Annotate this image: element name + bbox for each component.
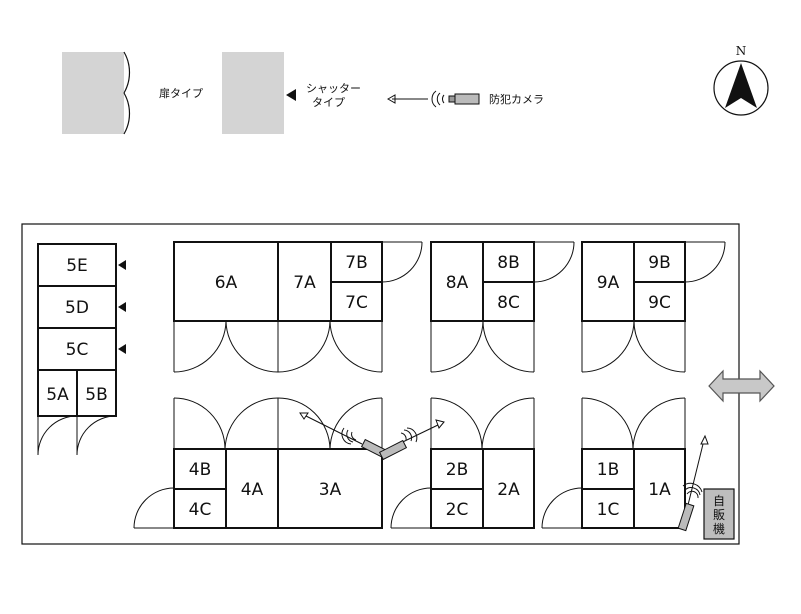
unit-3A[interactable] bbox=[277, 448, 383, 529]
door-4B bbox=[173, 397, 226, 450]
north-compass-icon: N bbox=[713, 44, 769, 116]
shutter-marker-5D-icon bbox=[118, 302, 126, 312]
door-3A-right bbox=[329, 397, 383, 450]
door-7C bbox=[329, 320, 383, 373]
unit-label-5E: 5E bbox=[66, 256, 88, 276]
unit-7B[interactable] bbox=[330, 241, 383, 283]
unit-1C[interactable] bbox=[581, 488, 635, 529]
security-camera-1A-icon bbox=[677, 434, 709, 532]
unit-7C[interactable] bbox=[330, 281, 383, 322]
legend-door-swing-top bbox=[123, 51, 131, 94]
unit-4C[interactable] bbox=[173, 488, 227, 529]
unit-label-6A: 6A bbox=[215, 273, 238, 293]
legend-shutter-unit bbox=[222, 52, 284, 134]
unit-1A[interactable] bbox=[633, 448, 686, 529]
door-9B bbox=[684, 241, 726, 283]
unit-9A[interactable] bbox=[581, 241, 635, 322]
unit-5A[interactable] bbox=[37, 369, 78, 417]
door-7B bbox=[381, 241, 423, 283]
unit-label-5A: 5A bbox=[46, 385, 69, 405]
legend: 扉タイプ シャッター タイプ 防犯カメラ bbox=[62, 51, 544, 135]
legend-camera-icon bbox=[386, 90, 480, 108]
door-2B bbox=[430, 397, 483, 450]
unit-label-3A: 3A bbox=[319, 480, 342, 500]
unit-label-9A: 9A bbox=[597, 273, 620, 293]
door-9A bbox=[581, 320, 635, 373]
door-6A-right bbox=[225, 320, 279, 373]
door-8C bbox=[482, 320, 535, 373]
unit-label-7B: 7B bbox=[345, 253, 367, 273]
door-1B bbox=[581, 397, 634, 450]
legend-camera-label: 防犯カメラ bbox=[489, 92, 544, 106]
unit-label-1C: 1C bbox=[597, 500, 620, 520]
unit-label-5C: 5C bbox=[66, 340, 89, 360]
unit-5B[interactable] bbox=[76, 369, 117, 417]
door-6A-left bbox=[173, 320, 227, 373]
unit-label-7C: 7C bbox=[345, 293, 368, 313]
unit-label-5B: 5B bbox=[85, 385, 107, 405]
unit-label-2A: 2A bbox=[497, 480, 520, 500]
unit-label-1B: 1B bbox=[597, 460, 619, 480]
unit-label-4A: 4A bbox=[241, 480, 264, 500]
door-3A-left bbox=[277, 397, 331, 450]
door-7A bbox=[277, 320, 331, 373]
unit-label-2B: 2B bbox=[446, 460, 468, 480]
unit-6A[interactable] bbox=[173, 241, 279, 322]
unit-label-7A: 7A bbox=[293, 273, 316, 293]
shutter-marker-5E-icon bbox=[118, 260, 126, 270]
unit-label-8A: 8A bbox=[446, 273, 469, 293]
unit-2A[interactable] bbox=[482, 448, 535, 529]
unit-4A[interactable] bbox=[225, 448, 279, 529]
unit-9C[interactable] bbox=[633, 281, 686, 322]
unit-label-9B: 9B bbox=[648, 253, 670, 273]
legend-shutter-label-1: シャッター bbox=[306, 82, 361, 95]
unit-5D[interactable] bbox=[37, 285, 117, 329]
shutter-marker-5C-icon bbox=[118, 344, 126, 354]
security-camera-3A-right-icon bbox=[378, 419, 445, 461]
unit-label-4C: 4C bbox=[189, 500, 212, 520]
legend-door-label: 扉タイプ bbox=[159, 87, 203, 100]
legend-shutter-label-2: タイプ bbox=[312, 96, 345, 109]
vending-label-1: 自 bbox=[713, 494, 725, 508]
vending-label-3: 機 bbox=[713, 521, 725, 536]
vending-label-2: 販 bbox=[713, 508, 725, 522]
unit-label-8B: 8B bbox=[497, 253, 519, 273]
door-5B bbox=[76, 415, 117, 456]
legend-door-swing-bottom bbox=[123, 92, 131, 135]
door-4C bbox=[133, 487, 175, 529]
door-2C bbox=[390, 487, 432, 529]
unit-9B[interactable] bbox=[633, 241, 686, 283]
unit-label-1A: 1A bbox=[648, 480, 671, 500]
door-8A bbox=[430, 320, 484, 373]
unit-label-8C: 8C bbox=[497, 293, 520, 313]
door-1A bbox=[632, 397, 686, 450]
door-2A bbox=[481, 397, 535, 450]
compass-north-label: N bbox=[736, 44, 747, 58]
door-8B bbox=[533, 241, 575, 283]
unit-label-2C: 2C bbox=[446, 500, 469, 520]
unit-7A[interactable] bbox=[277, 241, 332, 322]
vending-machine: 自 販 機 bbox=[703, 488, 735, 540]
door-9C bbox=[633, 320, 686, 373]
door-5A bbox=[37, 415, 78, 456]
unit-label-9C: 9C bbox=[648, 293, 671, 313]
entrance-double-arrow-icon bbox=[708, 369, 775, 403]
door-4A bbox=[224, 397, 279, 450]
unit-label-4B: 4B bbox=[189, 460, 211, 480]
unit-8C[interactable] bbox=[482, 281, 535, 322]
unit-5E[interactable] bbox=[37, 243, 117, 287]
unit-label-5D: 5D bbox=[65, 298, 89, 318]
legend-shutter-marker-icon bbox=[286, 89, 296, 101]
legend-door-unit bbox=[62, 52, 124, 134]
door-1C bbox=[541, 487, 583, 529]
unit-8A[interactable] bbox=[430, 241, 484, 322]
